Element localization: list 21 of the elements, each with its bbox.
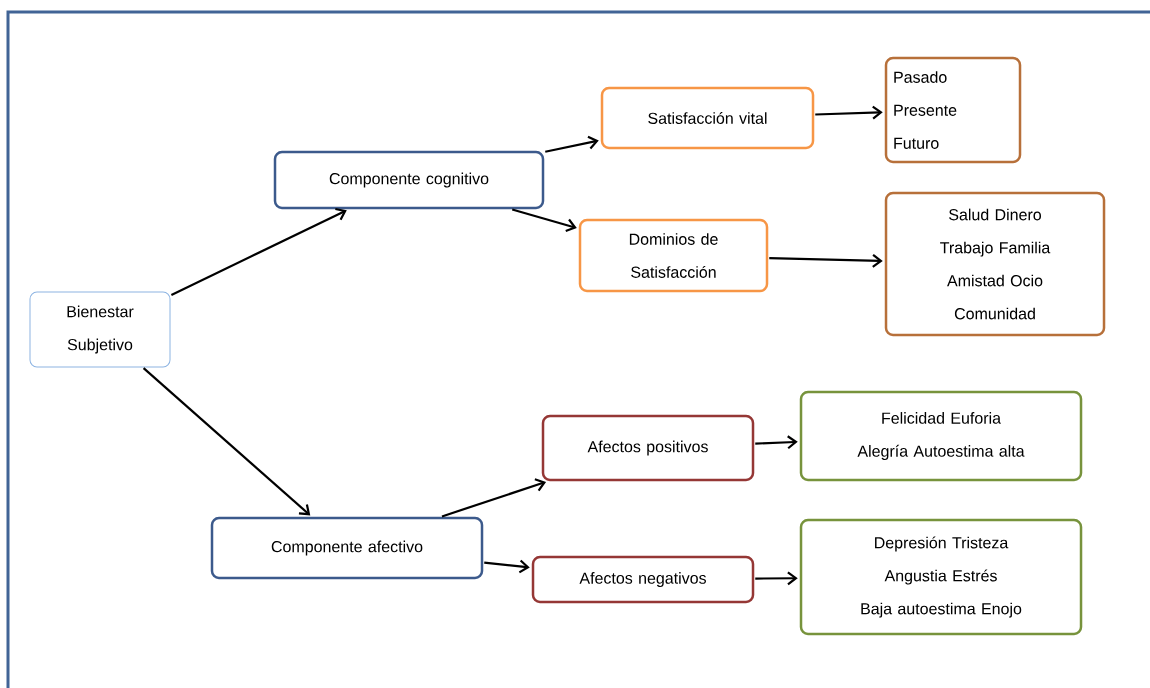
arrow [142,367,311,516]
arrow [815,105,883,120]
list-box: Salud Dinero Trabajo Familia Amistad Ocio Comunidad [884,191,1106,337]
list-box: Pasado Presente Futuro [884,56,1022,164]
arrow [484,559,530,574]
arrow [545,135,599,153]
category-box: Dominios de Satisfacción [578,218,769,293]
arrow [769,253,883,268]
component-box: Componente cognitivo [273,150,545,210]
arrow [755,571,798,586]
component-box: Componente afectivo [210,516,484,580]
list-box: Felicidad Euforia Alegría Autoestima alta [799,390,1083,482]
arrow [511,208,577,233]
arrow [441,478,547,518]
root-box: Bienestar Subjetivo [29,291,171,368]
category-box: Afectos negativos [531,555,755,604]
arrow [170,207,347,297]
category-box: Satisfacción vital [600,86,815,150]
arrow [755,435,798,450]
category-box: Afectos positivos [541,414,755,482]
list-box: Depresión Tristeza Angustia Estrés Baja autoestima Enojo [799,518,1083,636]
